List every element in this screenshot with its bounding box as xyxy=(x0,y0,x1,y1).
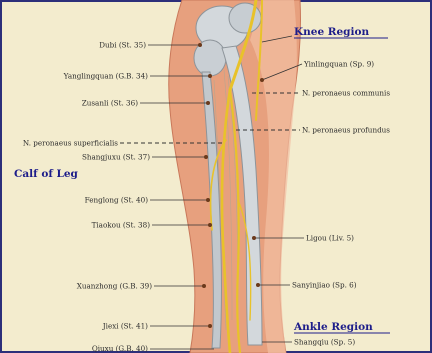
region-title-ankle: Ankle Region xyxy=(293,321,373,333)
label-yanglingquan: Yanglingquan (G.B. 34) xyxy=(63,72,149,81)
label-peronaeus-superficialis: N. peronaeus superficialis xyxy=(23,139,118,148)
label-dubi: Dubi (St. 35) xyxy=(99,41,146,50)
label-zusanli: Zusanli (St. 36) xyxy=(82,99,138,108)
label-jiexi: Jiexi (St. 41) xyxy=(102,322,148,331)
label-peronaeus-profundus: N. peronaeus profundus xyxy=(302,126,390,135)
region-title-knee: Knee Region xyxy=(294,26,370,38)
label-xuanzhong: Xuanzhong (G.B. 39) xyxy=(77,282,152,291)
label-sanyinjiao: Sanyinjiao (Sp. 6) xyxy=(292,281,357,290)
label-ligou: Ligou (Liv. 5) xyxy=(306,234,354,243)
label-peronaeus-communis: N. peronaeus communis xyxy=(302,89,390,98)
label-qiuxu: Qiuxu (G.B. 40) xyxy=(92,344,148,353)
label-yinlingquan: Yinlingquan (Sp. 9) xyxy=(303,60,374,69)
label-fenglong: Fenglong (St. 40) xyxy=(85,196,149,205)
label-tiaokou: Tiaokou (St. 38) xyxy=(92,221,151,230)
label-shangjuxu: Shangjuxu (St. 37) xyxy=(82,153,150,162)
region-title-calf: Calf of Leg xyxy=(14,168,79,180)
label-shangqiu: Shangqiu (Sp. 5) xyxy=(294,338,355,347)
